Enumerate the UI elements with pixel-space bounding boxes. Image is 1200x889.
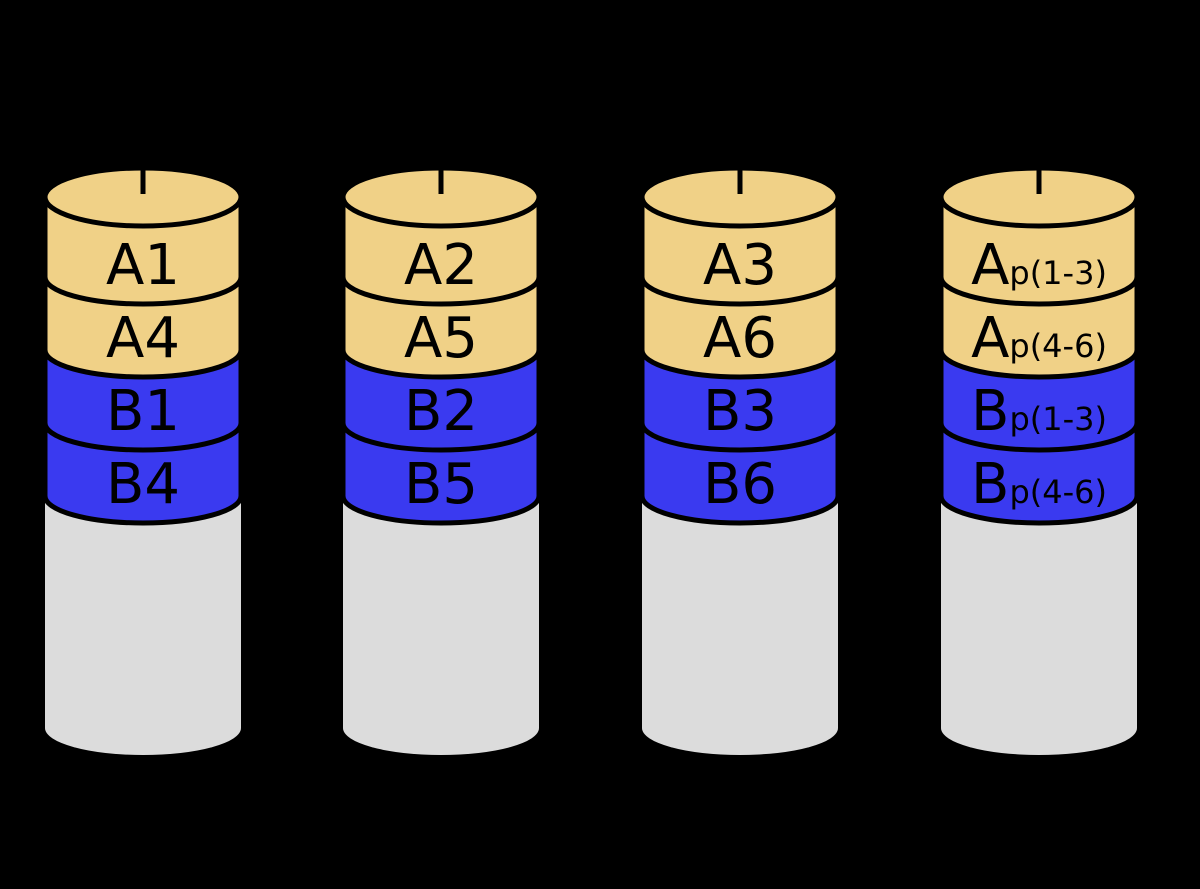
block-label: B3 <box>703 379 777 444</box>
stripe-b-section <box>941 350 1137 523</box>
platter-separator-arc <box>938 349 1140 380</box>
platter-separator-arc <box>42 422 244 453</box>
platter-separator-arc <box>639 276 841 307</box>
block-label: Ap(4-6) <box>971 306 1107 371</box>
block-label: A4 <box>106 306 180 371</box>
platter-separator-arc <box>938 422 1140 453</box>
platter-separator-arc <box>340 276 542 307</box>
block-label: A2 <box>404 233 478 298</box>
platter-separator-arc <box>340 349 542 380</box>
block-label: B2 <box>404 379 478 444</box>
platter-separator-arc <box>639 495 841 526</box>
platter-separator-arc <box>42 276 244 307</box>
block-label: A6 <box>703 306 777 371</box>
platter-separator-arc <box>938 495 1140 526</box>
platter-separator-arc <box>639 422 841 453</box>
disk-cylinder-2: A3 A6 B3 B6 <box>639 158 841 755</box>
platter-separator-arc <box>42 495 244 526</box>
platter-separator-arc <box>42 349 244 380</box>
block-label: A5 <box>404 306 478 371</box>
platter-separator-arc <box>340 495 542 526</box>
block-label: B5 <box>404 452 478 517</box>
stripe-b-section <box>45 350 241 523</box>
stripe-b-section <box>343 350 539 523</box>
block-label: Ap(1-3) <box>971 233 1107 298</box>
block-label: Bp(1-3) <box>971 379 1107 444</box>
platter-separator-arc <box>938 276 1140 307</box>
block-label: B6 <box>703 452 777 517</box>
block-label: A3 <box>703 233 777 298</box>
platter-separator-arc <box>340 422 542 453</box>
platter-separator-arc <box>639 349 841 380</box>
block-label: B1 <box>106 379 180 444</box>
disk-cylinder-3: Ap(1-3) Ap(4-6) Bp(1-3) Bp(4-6) <box>938 158 1140 755</box>
block-label: Bp(4-6) <box>971 452 1107 517</box>
disk-cylinder-0: A1 A4 B1 B4 <box>42 158 244 755</box>
disk-cylinder-1: A2 A5 B2 B5 <box>340 158 542 755</box>
block-label: A1 <box>106 233 180 298</box>
block-label: B4 <box>106 452 180 517</box>
stripe-b-section <box>642 350 838 523</box>
